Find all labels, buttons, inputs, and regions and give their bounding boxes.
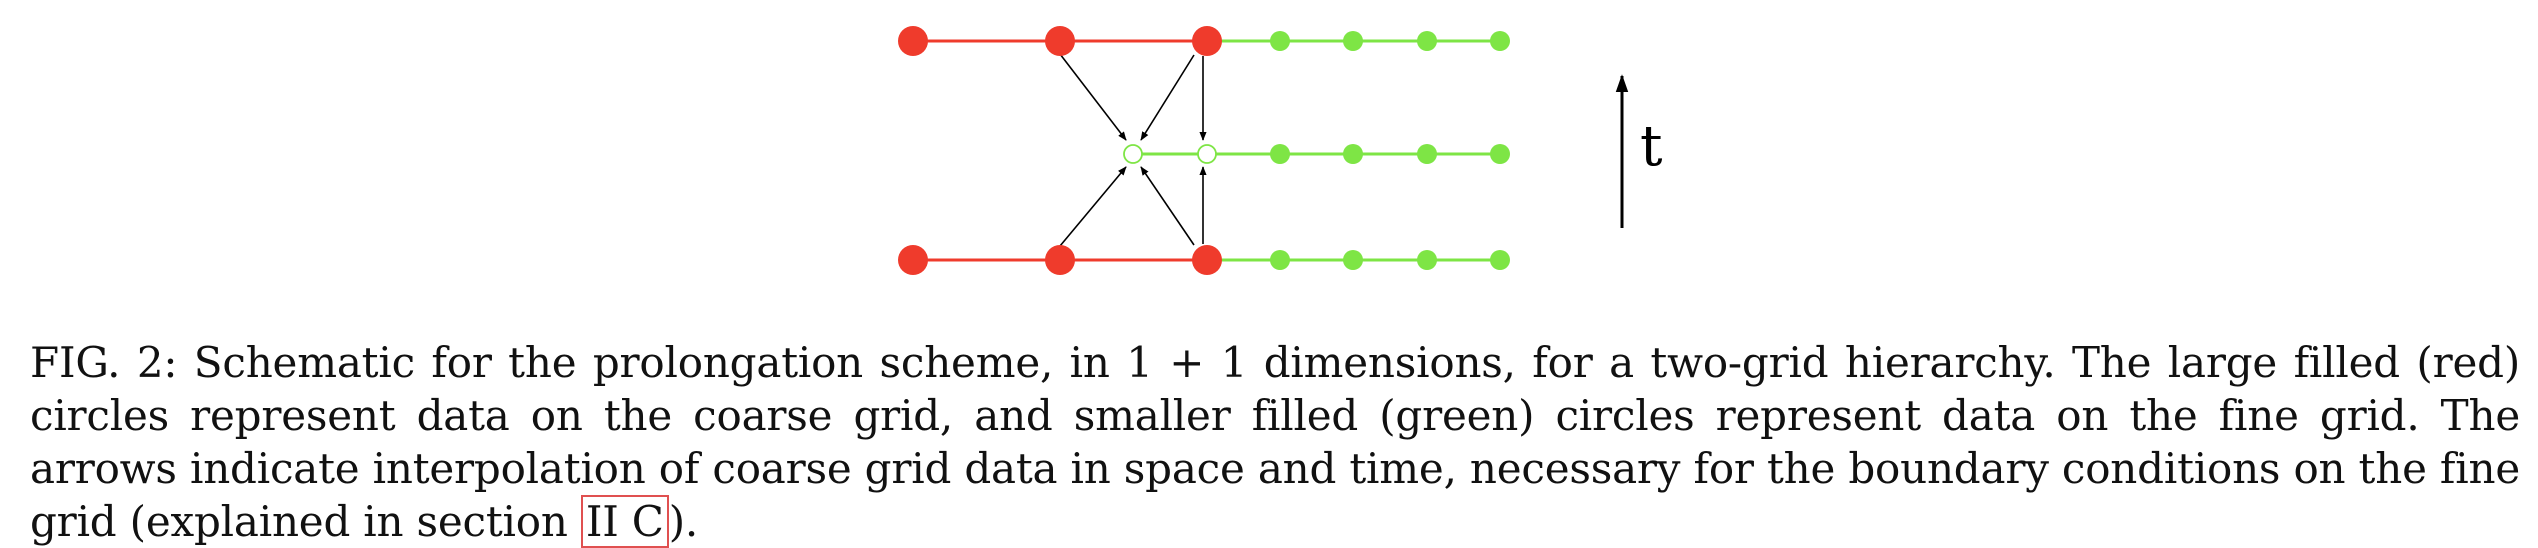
fine-grid-point	[1490, 144, 1510, 164]
coarse-grid-point	[898, 245, 928, 275]
fine-grid-point	[1270, 144, 1290, 164]
time-axis-label: t	[1640, 114, 1663, 179]
interpolated-point	[1197, 144, 1217, 164]
fine-grid-point	[1417, 144, 1437, 164]
coarse-grid-point	[1192, 26, 1222, 56]
fine-grid-point	[1343, 31, 1363, 51]
caption-text: Schematic for the prolongation scheme, i…	[193, 338, 1110, 387]
fine-grid-point	[1343, 250, 1363, 270]
fine-grid-point	[1490, 31, 1510, 51]
interp-arrow	[1059, 53, 1127, 141]
fine-grid-point	[1417, 31, 1437, 51]
caption-tail: ).	[668, 497, 699, 546]
interpolated-point	[1123, 144, 1143, 164]
fine-grid-point	[1270, 250, 1290, 270]
fine-grid-point	[1417, 250, 1437, 270]
interp-arrow	[1140, 54, 1195, 141]
caption-label: FIG. 2:	[30, 338, 178, 387]
figure-caption: FIG. 2: Schematic for the prolongation s…	[30, 336, 2520, 548]
fine-grid-point	[1490, 250, 1510, 270]
interp-arrow	[1140, 166, 1195, 246]
coarse-grid-point	[1192, 245, 1222, 275]
fine-grid-point	[1343, 144, 1363, 164]
interp-arrow	[1059, 166, 1127, 247]
section-reference-link[interactable]: II C	[580, 495, 669, 548]
prolongation-schematic: t	[898, 26, 1663, 275]
caption-math: 1 + 1	[1126, 338, 1248, 387]
coarse-grid-point	[898, 26, 928, 56]
coarse-grid-point	[1045, 26, 1075, 56]
fine-grid-point	[1270, 31, 1290, 51]
coarse-grid-point	[1045, 245, 1075, 275]
